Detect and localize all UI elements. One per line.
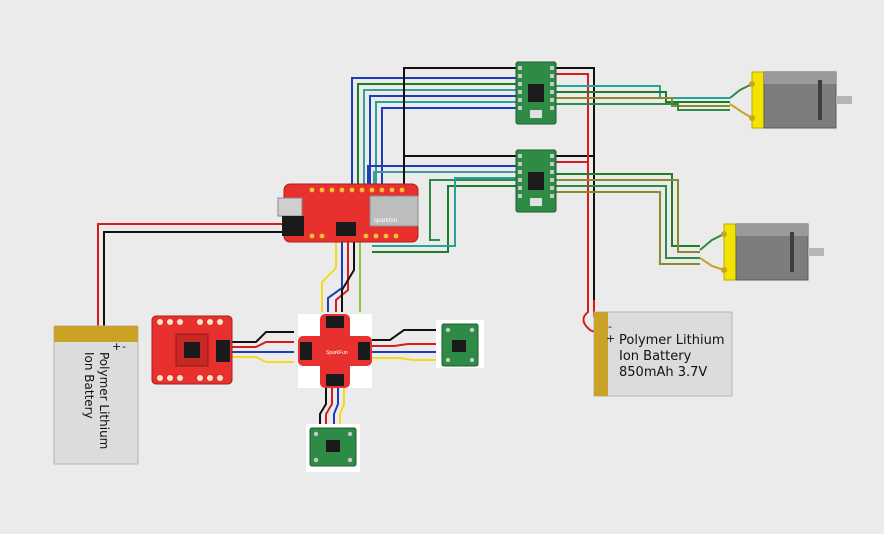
driver-ground-wires	[403, 67, 595, 300]
battery-right-plus: +	[606, 332, 615, 345]
battery-right-label-2: Ion Battery	[619, 349, 692, 364]
mux-to-left-board-wires	[232, 331, 294, 363]
motor-driver-top	[515, 61, 557, 125]
mux-brand-label: SparkFun	[326, 350, 348, 356]
mcu-brand-label: sparkfun	[374, 218, 397, 224]
mux-to-right-board-wires	[372, 329, 444, 361]
dc-motor-top	[749, 71, 852, 129]
mux-to-bottom-board-wires	[319, 388, 345, 430]
battery-right-label-1: Polymer Lithium	[619, 333, 724, 348]
driver-signal-wires	[351, 77, 518, 253]
battery-left-minus: -	[122, 340, 126, 353]
qwiic-mux-board: SparkFun	[298, 314, 372, 388]
driver-power-wires	[556, 73, 605, 337]
sparkfun-microcontroller: sparkfun	[277, 183, 419, 243]
dc-motor-bottom	[721, 223, 824, 281]
battery-right: - + Polymer Lithium Ion Battery 850mAh 3…	[593, 311, 733, 397]
battery-left-label-2: Ion Battery	[82, 352, 96, 419]
battery-right-minus: -	[608, 320, 612, 333]
battery-left-plus: +	[112, 340, 121, 353]
left-breakout-board	[151, 315, 233, 385]
battery-left-label-1: Polymer Lithium	[97, 352, 111, 449]
mcu-to-mux-wires	[321, 236, 361, 312]
right-sensor-board	[436, 320, 484, 368]
battery-right-label-3: 850mAh 3.7V	[619, 365, 707, 380]
battery-left: + - Polymer Lithium Ion Battery	[53, 325, 139, 465]
bottom-sensor-board	[306, 424, 360, 472]
battery-to-mcu-wires	[97, 223, 286, 326]
motor-wires	[556, 83, 753, 271]
motor-driver-bottom	[515, 149, 557, 213]
